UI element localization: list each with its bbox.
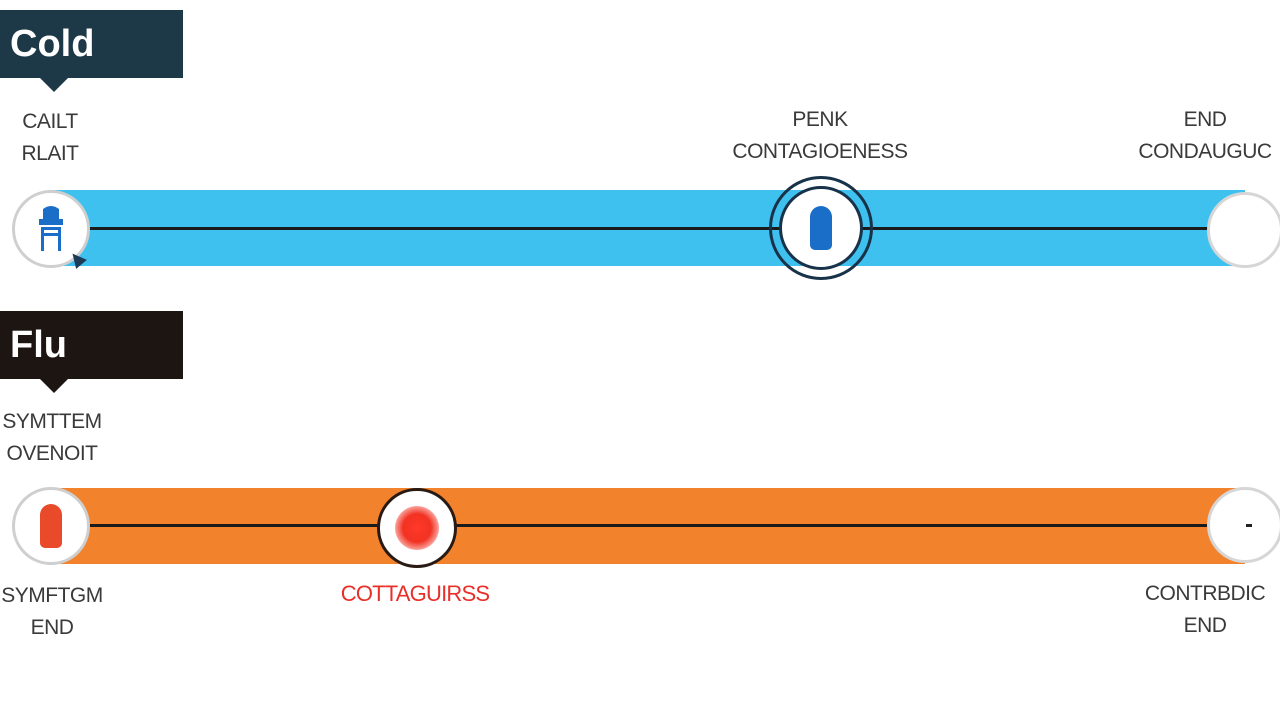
flu-start-node bbox=[12, 487, 90, 565]
cold-title: Cold bbox=[0, 10, 183, 92]
flu-start-bottom-label: SYMFTGM END bbox=[1, 584, 103, 639]
cold-timeline-axis bbox=[80, 227, 1210, 230]
cold-start-node bbox=[12, 190, 90, 268]
end-dot-icon bbox=[1246, 523, 1252, 527]
flu-end-node bbox=[1207, 487, 1280, 563]
flu-start-top-label: SYMTTEM OVENOIT bbox=[2, 410, 102, 465]
pill-bottle-icon bbox=[39, 206, 63, 251]
flu-peak-label: COTTAGUIRSS bbox=[340, 581, 490, 606]
red-dot-icon bbox=[395, 506, 439, 550]
cold-peak-label: PENK CONTAGIOENESS bbox=[732, 108, 908, 163]
cold-end-label: END CONDAUGUC bbox=[1138, 108, 1272, 163]
cold-end-node bbox=[1207, 192, 1280, 268]
cold-peak-inner-ring bbox=[779, 186, 863, 270]
capsule-icon bbox=[810, 206, 832, 250]
flu-title: Flu bbox=[0, 311, 183, 393]
flu-peak-node bbox=[377, 488, 457, 568]
flu-timeline-axis bbox=[80, 524, 1210, 527]
cold-peak-node bbox=[769, 176, 873, 280]
flu-end-label: CONTRBDIC END bbox=[1144, 582, 1266, 637]
cold-start-label: CAILT RLAIT bbox=[21, 110, 79, 165]
capsule-icon bbox=[40, 504, 62, 548]
